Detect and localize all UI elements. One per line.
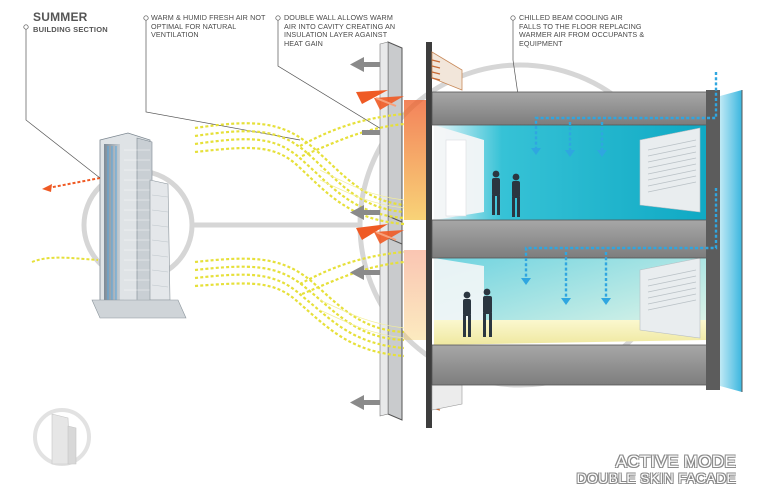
annotation-fresh-air: WARM & HUMID FRESH AIR NOT OPTIMAL FOR N… [151,13,266,40]
annotation-double-wall: DOUBLE WALL ALLOWS WARM AIR INTO CAVITY … [284,13,396,48]
inner-facade [426,42,463,428]
cavity-warm-air [404,100,430,340]
title-main: SUMMER [33,10,88,24]
chilled-beam-airflow [524,72,718,298]
mode-label-line1: ACTIVE MODE [615,452,736,471]
diagram-title: SUMMER BUILDING SECTION [33,10,108,34]
occupant-figures [463,170,520,337]
mode-label-line2: DOUBLE SKIN FACADE [576,470,736,486]
exterior-glazing-right [720,90,743,392]
building-section-tower [91,132,187,319]
tower-thumbnail-icon [33,408,91,466]
floor-slabs [431,90,720,390]
annotation-chilled-beam: CHILLED BEAM COOLING AIR FALLS TO THE FL… [519,13,645,48]
fresh-air-faint-lines [319,169,405,339]
chilled-beam-arrowheads [521,148,611,305]
upper-office-room [434,125,706,220]
tower-airflow-arrows [31,177,101,263]
lower-office-room [434,257,706,345]
outflow-arrows [350,57,380,410]
warm-air-vents [356,90,404,244]
title-sub: BUILDING SECTION [33,25,108,34]
fresh-air-flow [194,112,405,358]
